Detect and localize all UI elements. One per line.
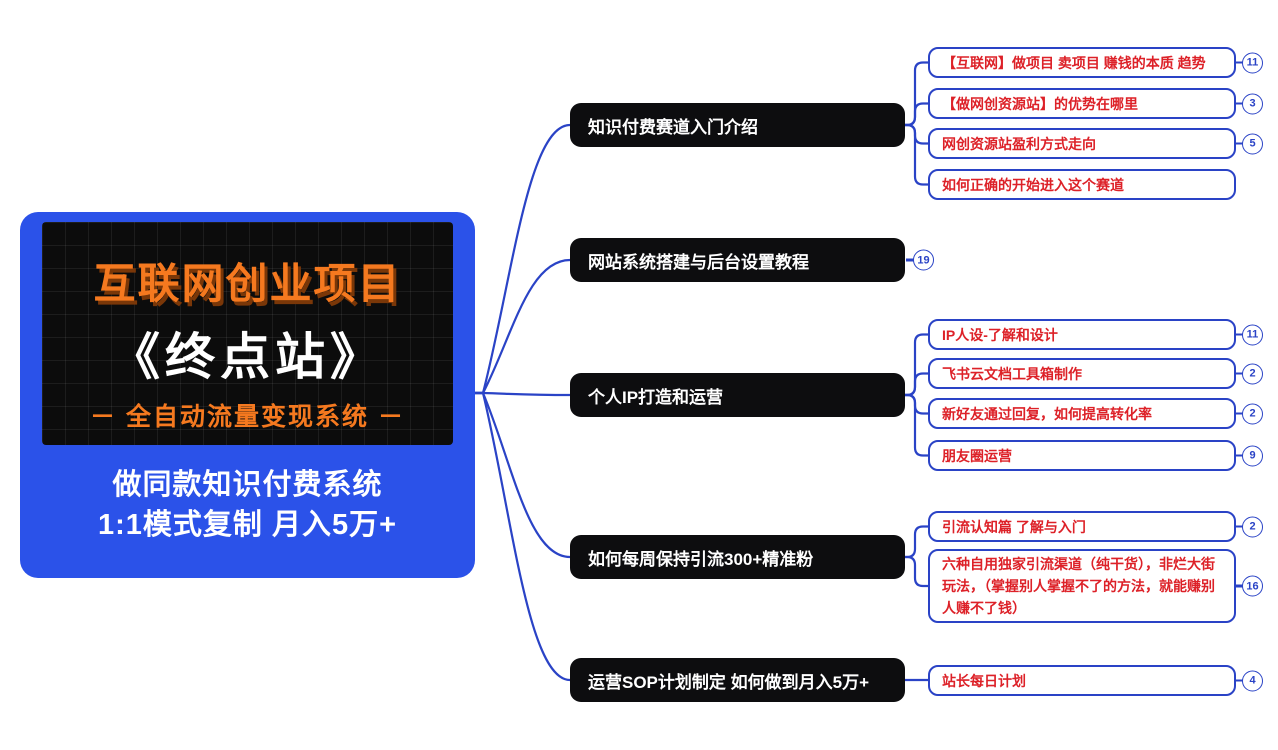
branch-label: 如何每周保持引流300+精准粉 bbox=[588, 549, 814, 569]
leaf-label: 引流认知篇 了解与入门 bbox=[942, 518, 1086, 535]
central-topic-card[interactable]: 互联网创业项目 《终点站》 － 全自动流量变现系统 － 做同款知识付费系统 1:… bbox=[20, 212, 475, 578]
count-badge: 4 bbox=[1235, 670, 1263, 691]
poster-black-panel: 互联网创业项目 《终点站》 － 全自动流量变现系统 － bbox=[42, 222, 453, 445]
count-badge: 19 bbox=[906, 249, 934, 271]
card-caption-line2: 1:1模式复制 月入5万+ bbox=[97, 509, 398, 541]
count-badge: 11 bbox=[1235, 324, 1263, 345]
poster-main-title: 《终点站》 bbox=[110, 329, 385, 385]
branch-label: 知识付费赛道入门介绍 bbox=[588, 117, 758, 137]
leaf-node[interactable]: 网创资源站盈利方式走向 5 bbox=[928, 128, 1263, 159]
branch-website-setup[interactable]: 网站系统搭建与后台设置教程 19 bbox=[570, 238, 934, 282]
leaf-node[interactable]: 站长每日计划 4 bbox=[928, 665, 1263, 696]
count-badge: 2 bbox=[1235, 363, 1263, 384]
branch-label: 网站系统搭建与后台设置教程 bbox=[588, 252, 809, 272]
leaf-node[interactable]: 引流认知篇 了解与入门 2 bbox=[928, 511, 1263, 542]
leaf-label: 如何正确的开始进入这个赛道 bbox=[942, 176, 1124, 193]
count-badge: 5 bbox=[1235, 133, 1263, 154]
leaf-label: 六种自用独家引流渠道（纯干货），非烂大街玩法，（掌握别人掌握不了的方法，就能赚别… bbox=[942, 556, 1215, 616]
leaf-node[interactable]: IP人设-了解和设计 11 bbox=[928, 319, 1263, 350]
leaf-node[interactable]: 新好友通过回复，如何提高转化率 2 bbox=[928, 398, 1263, 429]
leaf-label: 飞书云文档工具箱制作 bbox=[942, 365, 1082, 382]
branch-label: 运营SOP计划制定 如何做到月入5万+ bbox=[588, 672, 870, 692]
card-caption-line1: 做同款知识付费系统 bbox=[112, 469, 383, 501]
count-badge: 2 bbox=[1235, 516, 1263, 537]
count-badge: 16 bbox=[1235, 575, 1263, 597]
leaf-label: 【互联网】做项目 卖项目 赚钱的本质 趋势 bbox=[942, 54, 1206, 71]
count-badge: 11 bbox=[1235, 52, 1263, 73]
branch-sop[interactable]: 运营SOP计划制定 如何做到月入5万+ bbox=[570, 658, 905, 702]
branch-intro[interactable]: 知识付费赛道入门介绍 bbox=[570, 103, 905, 147]
leaf-label: 新好友通过回复，如何提高转化率 bbox=[942, 405, 1152, 422]
branch-label: 个人IP打造和运营 bbox=[588, 387, 724, 407]
leaf-node[interactable]: 朋友圈运营 9 bbox=[928, 440, 1263, 471]
branch-traffic[interactable]: 如何每周保持引流300+精准粉 bbox=[570, 535, 905, 579]
leaf-label: IP人设-了解和设计 bbox=[942, 326, 1058, 343]
leaf-label: 站长每日计划 bbox=[942, 672, 1026, 689]
poster-subtitle: － 全自动流量变现系统 － bbox=[90, 403, 405, 431]
leaf-node[interactable]: 【做网创资源站】的优势在哪里 3 bbox=[928, 88, 1263, 119]
poster-title: 互联网创业项目 bbox=[93, 260, 402, 307]
count-badge: 2 bbox=[1235, 403, 1263, 424]
count-badge: 9 bbox=[1235, 445, 1263, 466]
count-badge: 3 bbox=[1235, 93, 1263, 114]
leaf-node[interactable]: 【互联网】做项目 卖项目 赚钱的本质 趋势 11 bbox=[928, 47, 1263, 78]
leaf-node[interactable]: 六种自用独家引流渠道（纯干货），非烂大街玩法，（掌握别人掌握不了的方法，就能赚别… bbox=[928, 549, 1263, 623]
leaf-node[interactable]: 飞书云文档工具箱制作 2 bbox=[928, 358, 1263, 389]
leaf-label: 朋友圈运营 bbox=[942, 447, 1012, 464]
branch-personal-ip[interactable]: 个人IP打造和运营 bbox=[570, 373, 905, 417]
leaf-node[interactable]: 如何正确的开始进入这个赛道 bbox=[928, 169, 1236, 200]
leaf-label: 网创资源站盈利方式走向 bbox=[942, 135, 1096, 152]
leaf-label: 【做网创资源站】的优势在哪里 bbox=[942, 95, 1138, 112]
